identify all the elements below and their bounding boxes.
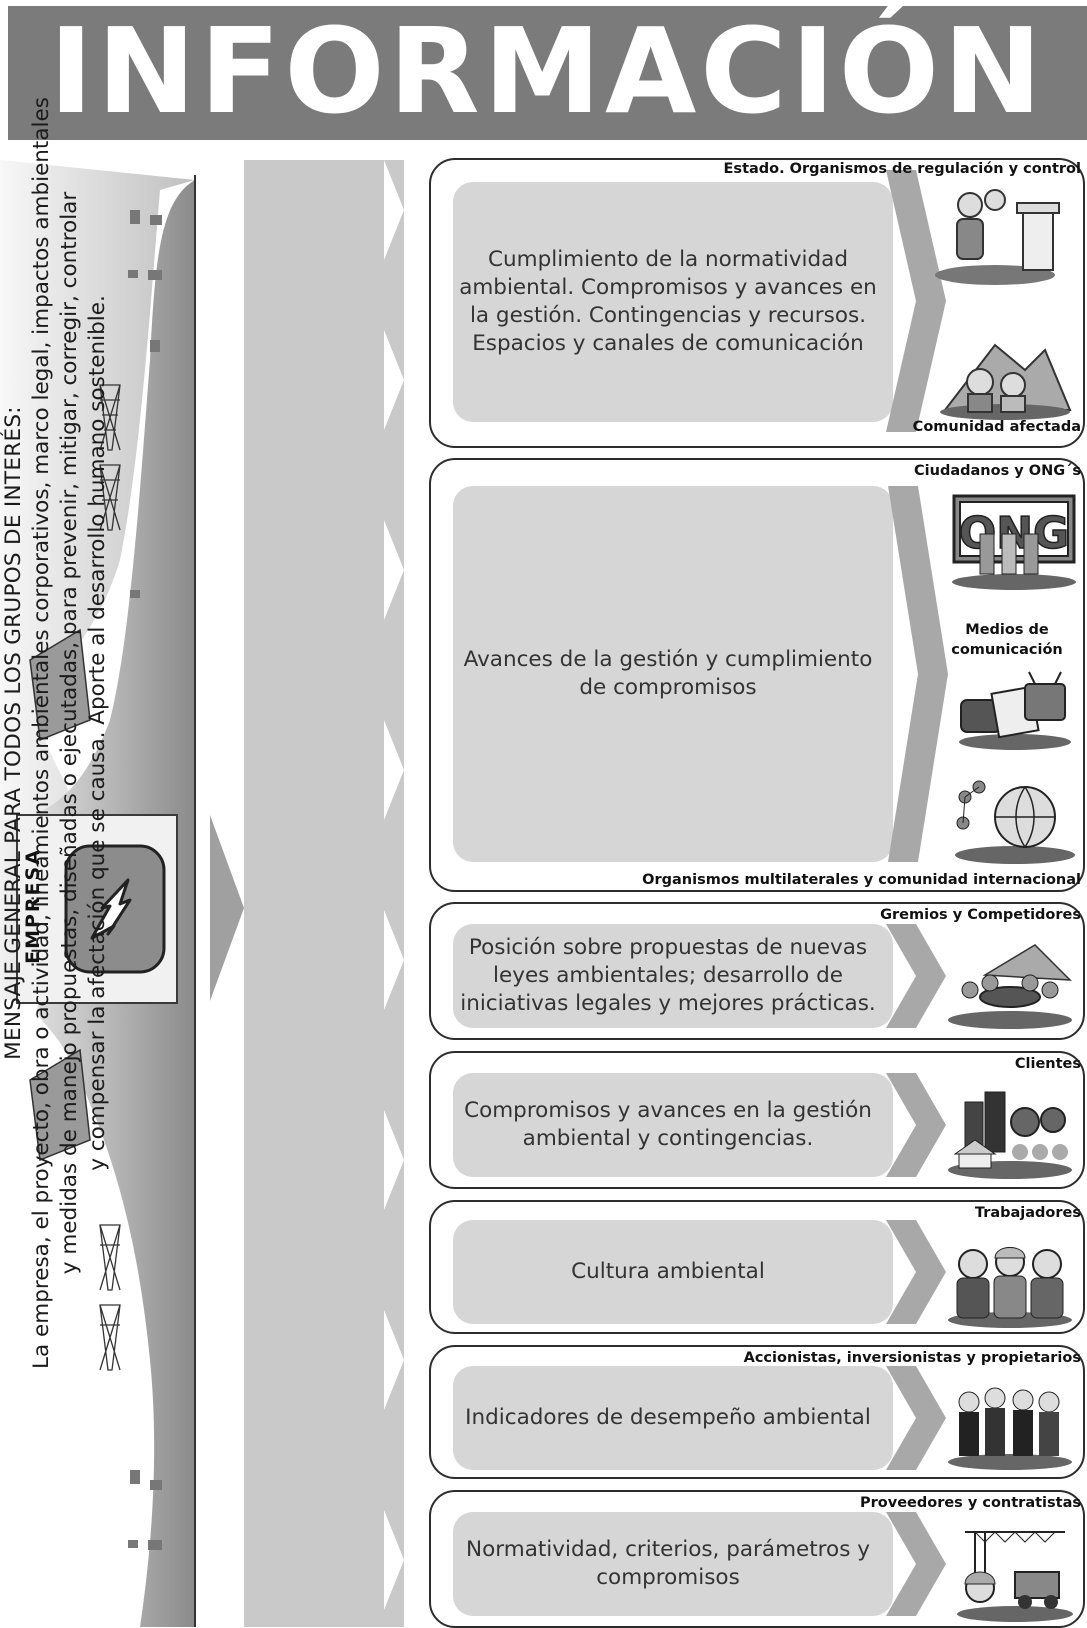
- panel-text: Compromisos y avances en la gestión ambi…: [464, 1098, 872, 1151]
- community-icon: [940, 343, 1072, 420]
- shareholders-icon: [948, 1387, 1072, 1470]
- chevron-right-icon: [886, 170, 946, 432]
- chevron-right-icon: [886, 1512, 946, 1616]
- panel-fill: [453, 924, 893, 1028]
- panel-text: Normatividad, criterios, parámetros y co…: [466, 1537, 870, 1590]
- panel-fill: [453, 1073, 893, 1177]
- regulator-icon: [935, 189, 1060, 285]
- workers-icon: [948, 1247, 1072, 1328]
- group-label: Organismos multilaterales y comunidad in…: [642, 872, 1081, 888]
- panel-text: Avances de la gestión y cumplimiento de …: [463, 647, 873, 700]
- message-line: La empresa, el proyecto, obra o activida…: [29, 97, 54, 1369]
- company-box: EMPRESA: [16, 814, 178, 1004]
- panel-fill: [453, 486, 893, 862]
- group-label: Gremios y Competidores: [880, 907, 1081, 923]
- chevron-right-icon: [886, 1220, 946, 1324]
- message-title: MENSAJE GENERAL PARA TODOS LOS GRUPOS DE…: [1, 406, 26, 1060]
- arrow-right-icon: [210, 815, 244, 1001]
- panel-fill: [453, 1220, 893, 1324]
- message-bar: [244, 160, 404, 1627]
- general-message: MENSAJE GENERAL PARA TODOS LOS GRUPOS DE…: [0, 72, 160, 1394]
- media-icon: [959, 671, 1071, 750]
- clients-icon: [948, 1091, 1072, 1179]
- ngo-sign-icon: ONG: [952, 494, 1076, 590]
- panel-text: Cumplimiento de la normatividad ambienta…: [459, 247, 877, 356]
- group-label: Clientes: [1014, 1056, 1081, 1072]
- chevron-right-icon: [888, 486, 948, 862]
- group-label: Medios de comunicación: [951, 622, 1063, 658]
- panel-text: Cultura ambiental: [571, 1259, 765, 1284]
- page-title: INFORMACIÓN: [49, 2, 1046, 140]
- header-banner: INFORMACIÓN: [8, 6, 1087, 140]
- panel-fill: [453, 182, 893, 422]
- panel-text: Indicadores de desempeño ambiental: [465, 1405, 871, 1430]
- chevron-right-icon: [886, 924, 946, 1028]
- panel-text: Posición sobre propuestas de nuevas leye…: [460, 935, 876, 1016]
- chevron-right-icon: [886, 1366, 946, 1470]
- chevron-right-icon: [886, 1073, 946, 1177]
- lightning-logo-icon: [64, 844, 166, 974]
- contractor-icon: [957, 1531, 1073, 1622]
- panel-fill: [453, 1366, 893, 1470]
- group-label: Comunidad afectada: [912, 419, 1081, 435]
- group-label: Proveedores y contratistas: [860, 1495, 1081, 1511]
- globe-icon: [955, 780, 1075, 864]
- group-label: Trabajadores: [974, 1205, 1081, 1221]
- message-line: y medidas de manejo propuestas, diseñada…: [57, 191, 82, 1275]
- group-label: Estado. Organismos de regulación y contr…: [723, 161, 1081, 177]
- meeting-icon: [948, 944, 1072, 1029]
- group-label: Accionistas, inversionistas y propietari…: [743, 1350, 1081, 1366]
- panel-fill: [453, 1512, 893, 1616]
- message-line: y compensar la afectación que se causa. …: [85, 295, 110, 1171]
- group-label: Ciudadanos y ONG´s: [914, 463, 1081, 479]
